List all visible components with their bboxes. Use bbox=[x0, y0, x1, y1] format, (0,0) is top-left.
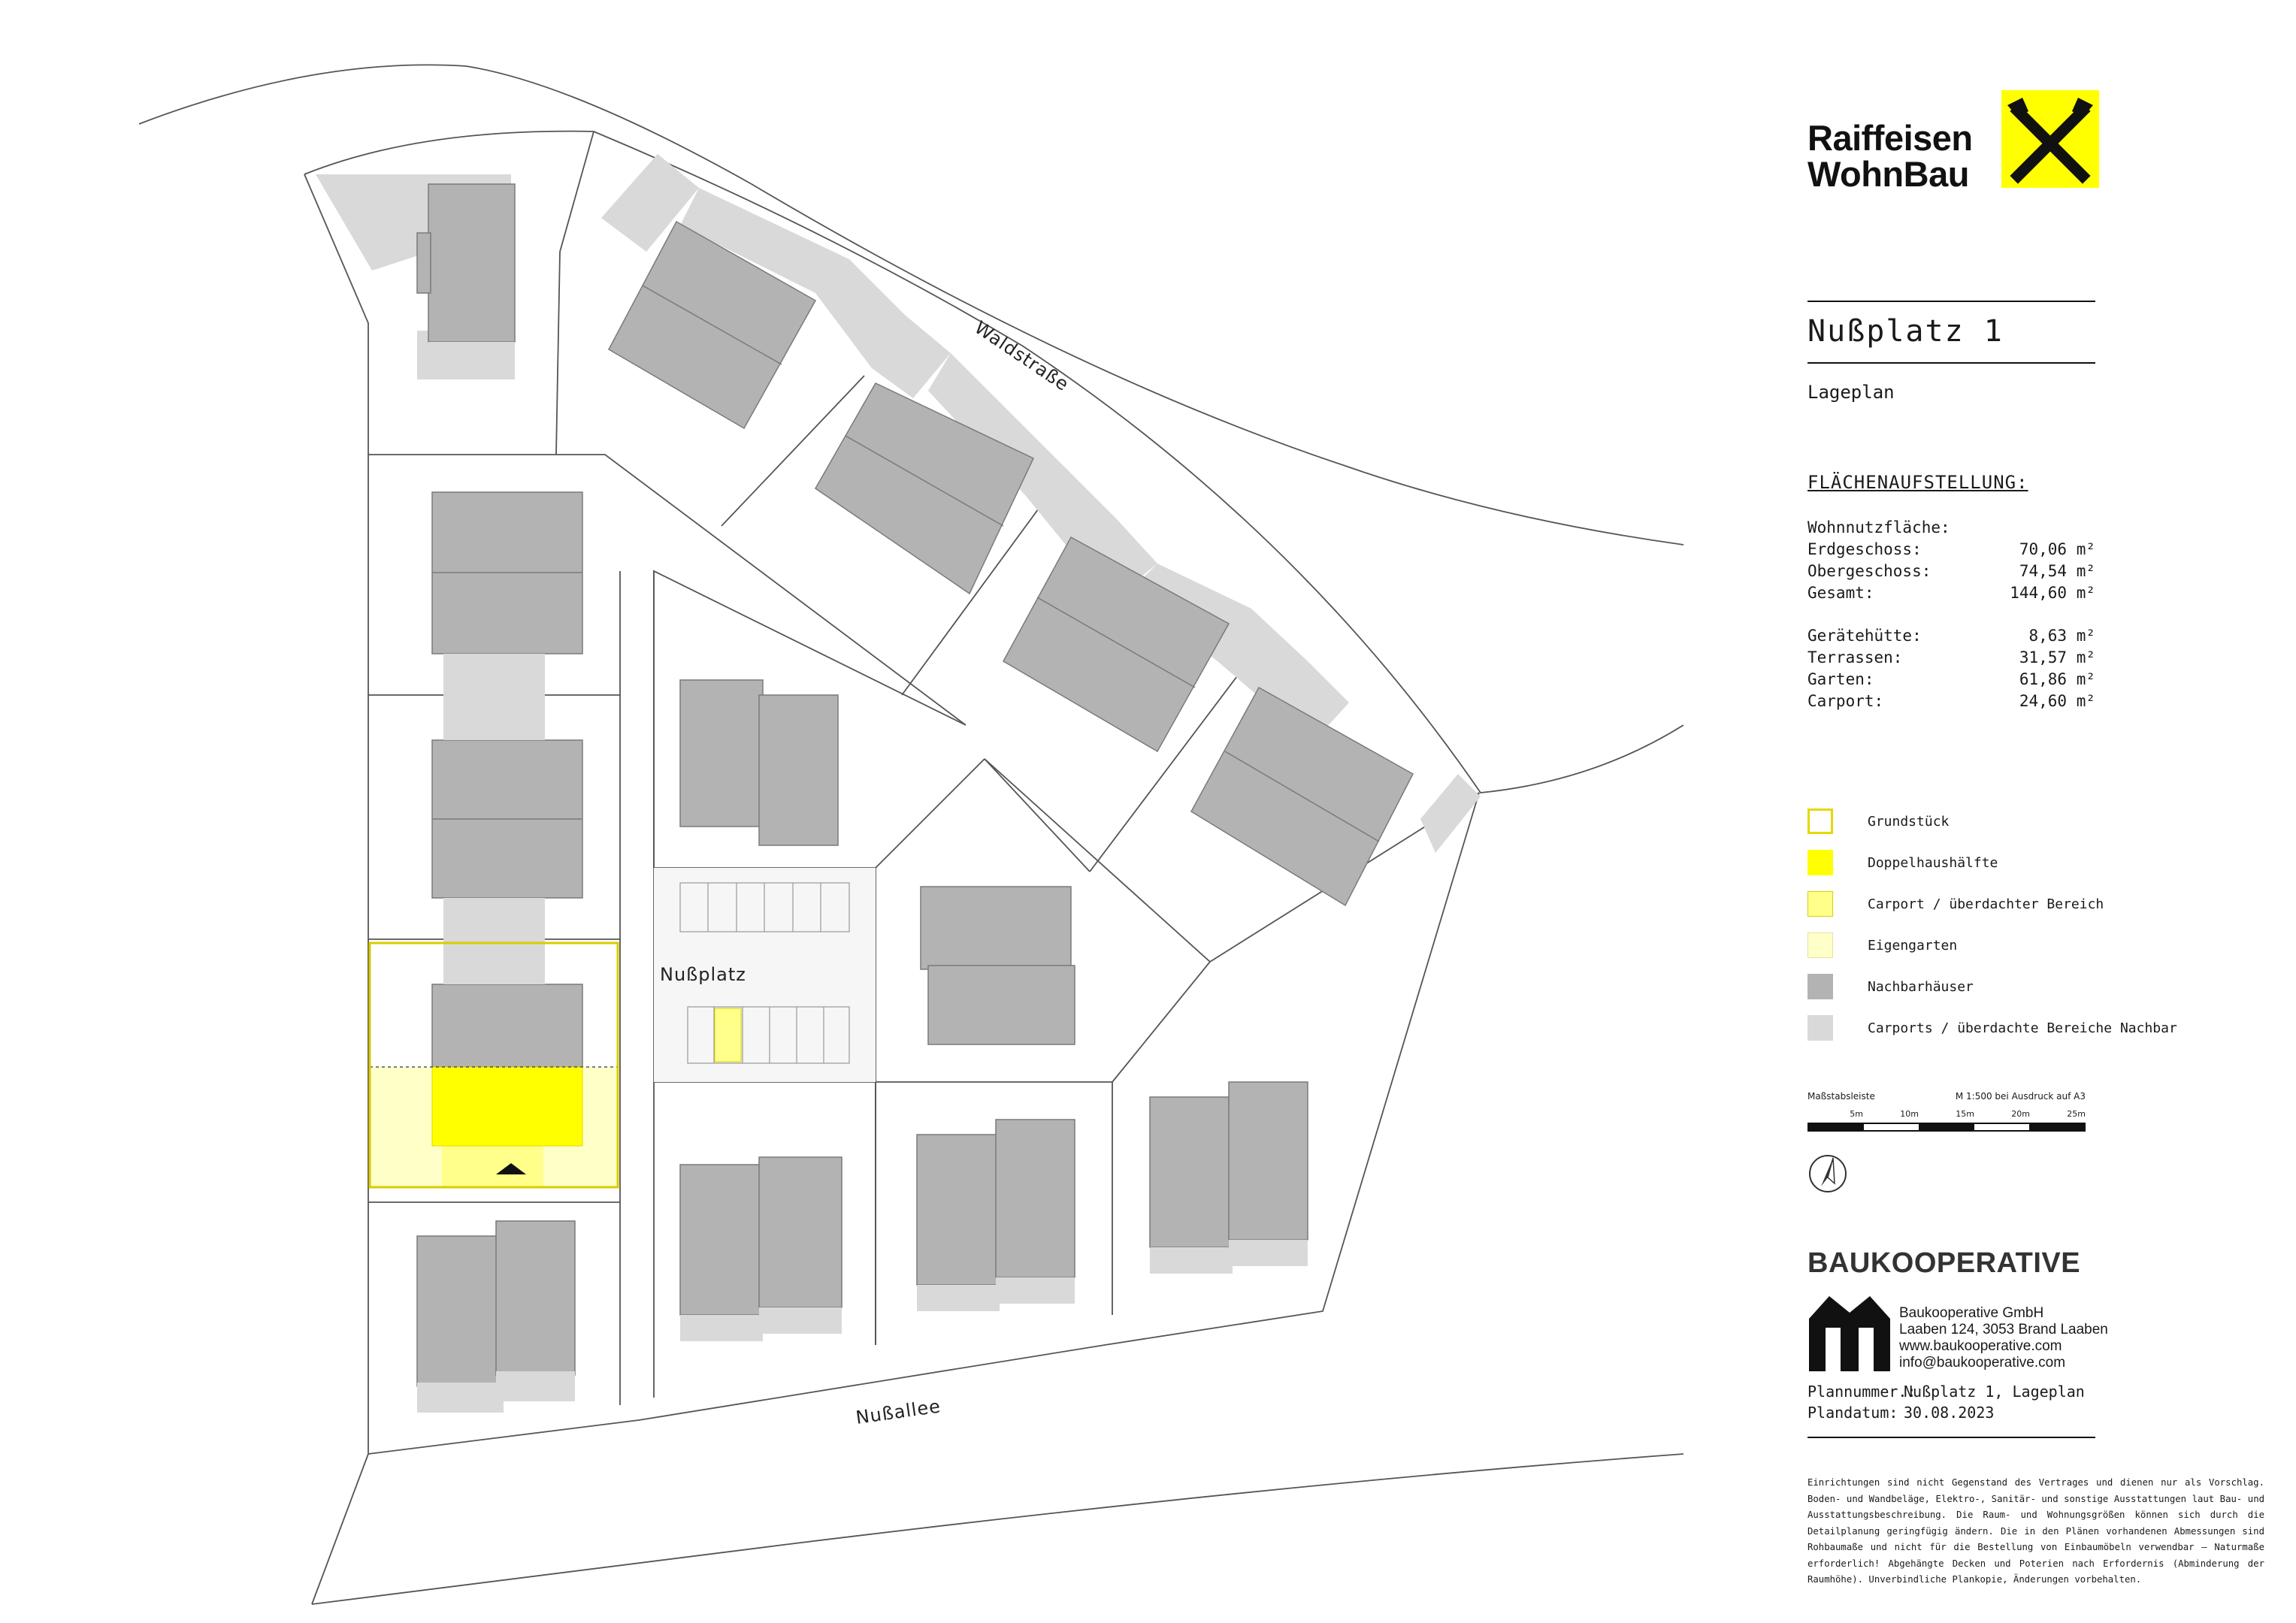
legend-item-neighbour-houses: Nachbarhäuser bbox=[1807, 973, 2177, 1000]
divider bbox=[1807, 362, 2095, 364]
plan-subtitle: Lageplan bbox=[1807, 382, 1895, 403]
carport-strip bbox=[680, 188, 849, 293]
area-row: Carport:24,60 m² bbox=[1807, 692, 2095, 710]
own-covered-area bbox=[442, 1146, 543, 1187]
disclaimer: Einrichtungen sind nicht Gegenstand des … bbox=[1807, 1477, 2264, 1585]
legend-swatch bbox=[1807, 974, 1833, 999]
area-row: Garten:61,86 m² bbox=[1807, 670, 2095, 688]
legend-item-carport: Carport / überdachter Bereich bbox=[1807, 890, 2177, 917]
entrance-marker bbox=[496, 1163, 526, 1174]
site-plan: Waldstraße Nußallee Nußplatz bbox=[138, 64, 1684, 1605]
area-table-living: Wohnnutzfläche: Erdgeschoss:70,06 m² Obe… bbox=[1807, 517, 2095, 604]
divider bbox=[1807, 301, 2095, 302]
company-street: Laaben 124, 3053 Brand Laaben bbox=[1899, 1322, 2108, 1337]
area-row: Erdgeschoss:70,06 m² bbox=[1807, 540, 2095, 558]
legend-swatch bbox=[1807, 932, 1833, 958]
neighbour-carport bbox=[443, 898, 545, 984]
street-label-waldstrasse: Waldstraße bbox=[971, 317, 1073, 395]
company-brand: BAUKOOPERATIVE bbox=[1807, 1247, 2081, 1279]
neighbour-terraces bbox=[680, 1240, 1308, 1341]
scale-tick: 5m bbox=[1850, 1109, 1863, 1119]
scale-tick: 15m bbox=[1956, 1109, 1974, 1119]
street-label-nussplatz: Nußplatz bbox=[660, 964, 746, 985]
company-name: Baukooperative GmbH bbox=[1899, 1305, 2044, 1321]
plan-info: Plannummer.:Nußplatz 1, Lageplan Plandat… bbox=[1807, 1381, 2085, 1423]
neighbour-carport bbox=[496, 1371, 575, 1401]
neighbour-houses-nussplatz bbox=[679, 679, 1308, 1316]
logo-line2: WohnBau bbox=[1807, 154, 1969, 194]
neighbour-carport bbox=[417, 1383, 504, 1413]
area-row: Obergeschoss:74,54 m² bbox=[1807, 562, 2095, 580]
project-title: Nußplatz 1 bbox=[1807, 314, 2004, 349]
title-block: Raiffeisen WohnBau Nußplatz 1 Lageplan F… bbox=[1800, 0, 2281, 1623]
company-web[interactable]: www.baukooperative.com bbox=[1899, 1338, 2062, 1354]
parcel-lines bbox=[138, 64, 1684, 1605]
area-row: Gesamt:144,60 m² bbox=[1807, 584, 2095, 602]
legend-swatch bbox=[1807, 808, 1833, 834]
scale-note: M 1:500 bei Ausdruck auf A3 bbox=[1955, 1091, 2086, 1102]
area-row: Gerätehütte:8,63 m² bbox=[1807, 627, 2095, 645]
own-semi-detached-house bbox=[431, 1066, 583, 1147]
neighbour-carport bbox=[428, 342, 515, 379]
neighbour-houses-waldstrasse bbox=[608, 220, 1414, 907]
north-arrow-icon bbox=[1809, 1155, 1847, 1192]
gable-cross-icon bbox=[2001, 90, 2099, 188]
legend-item-neighbour-carports: Carports / überdachte Bereiche Nachbar bbox=[1807, 1014, 2177, 1041]
area-heading: FLÄCHENAUFSTELLUNG: bbox=[1807, 472, 2028, 493]
parking-stalls bbox=[679, 882, 850, 1064]
own-plot-boundary bbox=[368, 941, 619, 1189]
baukooperative-logo-icon bbox=[1809, 1296, 1890, 1371]
area-group-label: Wohnnutzfläche: bbox=[1807, 518, 1950, 536]
scale-title: Maßstabsleiste bbox=[1807, 1091, 1875, 1102]
legend-swatch bbox=[1807, 1015, 1833, 1041]
legend-swatch bbox=[1807, 891, 1833, 917]
scale-bar: Maßstabsleiste M 1:500 bei Ausdruck auf … bbox=[1807, 1091, 2086, 1132]
area-row: Terrassen:31,57 m² bbox=[1807, 648, 2095, 666]
plan-number: Nußplatz 1, Lageplan bbox=[1904, 1383, 2085, 1401]
divider bbox=[1807, 1437, 2095, 1438]
scale-tick: 25m bbox=[2067, 1109, 2086, 1119]
own-carport bbox=[714, 1008, 742, 1062]
legend-item-plot: Grundstück bbox=[1807, 808, 2177, 835]
street-label-nussallee: Nußallee bbox=[855, 1395, 942, 1428]
neighbour-carport bbox=[443, 654, 545, 740]
logo-line1: Raiffeisen bbox=[1807, 118, 1973, 158]
neighbour-houses-left bbox=[416, 183, 583, 1387]
plan-number-label: Plannummer.: bbox=[1807, 1383, 1916, 1401]
company-address: Baukooperative GmbH Laaben 124, 3053 Bra… bbox=[1899, 1305, 2108, 1371]
legend-item-house: Doppelhaushälfte bbox=[1807, 849, 2177, 876]
scale-tick: 20m bbox=[2011, 1109, 2030, 1119]
plan-date-label: Plandatum: bbox=[1807, 1404, 1898, 1422]
legend: Grundstück Doppelhaushälfte Carport / üb… bbox=[1807, 808, 2177, 1056]
area-table-other: Gerätehütte:8,63 m² Terrassen:31,57 m² G… bbox=[1807, 625, 2095, 712]
company-email[interactable]: info@baukooperative.com bbox=[1899, 1355, 2066, 1371]
scale-tick: 10m bbox=[1900, 1109, 1919, 1119]
legend-swatch bbox=[1807, 850, 1833, 875]
plan-date: 30.08.2023 bbox=[1904, 1404, 1995, 1422]
legend-item-garden: Eigengarten bbox=[1807, 932, 2177, 959]
